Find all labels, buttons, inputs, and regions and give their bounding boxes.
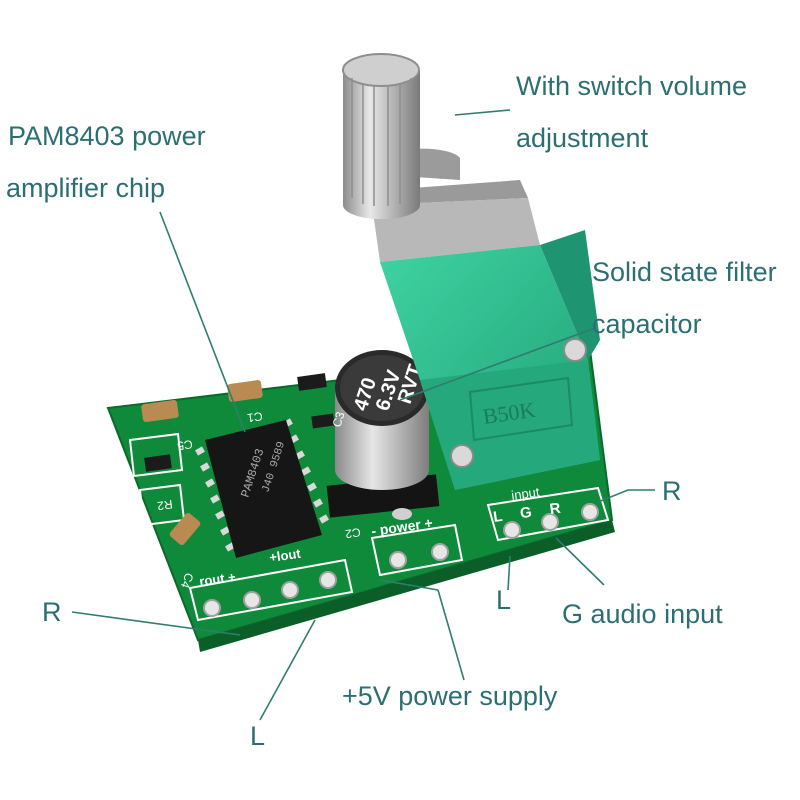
smd-capacitor-c5 <box>141 399 179 423</box>
label-power-supply: +5V power supply <box>342 681 558 711</box>
label-g-audio: G audio input <box>562 599 723 629</box>
silk-input: input <box>510 484 540 503</box>
silk-rout: rout + <box>198 569 237 589</box>
smd-capacitor-c1 <box>227 380 263 402</box>
silk-c4: C4 <box>178 571 197 591</box>
label-r-right: R <box>662 476 682 506</box>
silk-r2: R2 <box>156 497 173 513</box>
input-pads <box>503 503 599 539</box>
silk-c5: C5 <box>176 437 193 453</box>
chip-pad <box>392 508 412 520</box>
power-pads <box>389 543 449 569</box>
label-chip-line2: amplifier chip <box>6 173 166 203</box>
silk-c3: C3 <box>330 410 348 429</box>
smd-resistor-r2 <box>144 454 172 472</box>
label-l-left: L <box>250 721 266 751</box>
label-capacitor-line2: capacitor <box>592 309 702 339</box>
smd-capacitor-c4 <box>169 512 201 546</box>
silk-c1: C1 <box>246 409 263 425</box>
silk-c2: C2 <box>344 525 361 541</box>
label-l-right: L <box>496 585 512 615</box>
silk-lout: +lout <box>268 546 302 565</box>
chip-pins <box>195 418 329 552</box>
pam8403-chip: PAM8403 J40 9589 <box>195 418 329 558</box>
leader-lines <box>71 109 655 721</box>
smd-resistor-r3 <box>311 413 335 429</box>
label-capacitor-line1: Solid state filter <box>592 257 777 287</box>
label-r-left: R <box>42 597 62 627</box>
label-volume-line2: adjustment <box>516 123 649 153</box>
smd-resistor-r1 <box>297 373 327 391</box>
volume-potentiometer: B50K <box>342 53 600 490</box>
filter-capacitor: 470 6.3V RVT <box>326 350 440 518</box>
output-pads <box>203 571 337 617</box>
label-chip-line1: PAM8403 power <box>8 121 206 151</box>
label-volume-line1: With switch volume <box>516 71 748 101</box>
